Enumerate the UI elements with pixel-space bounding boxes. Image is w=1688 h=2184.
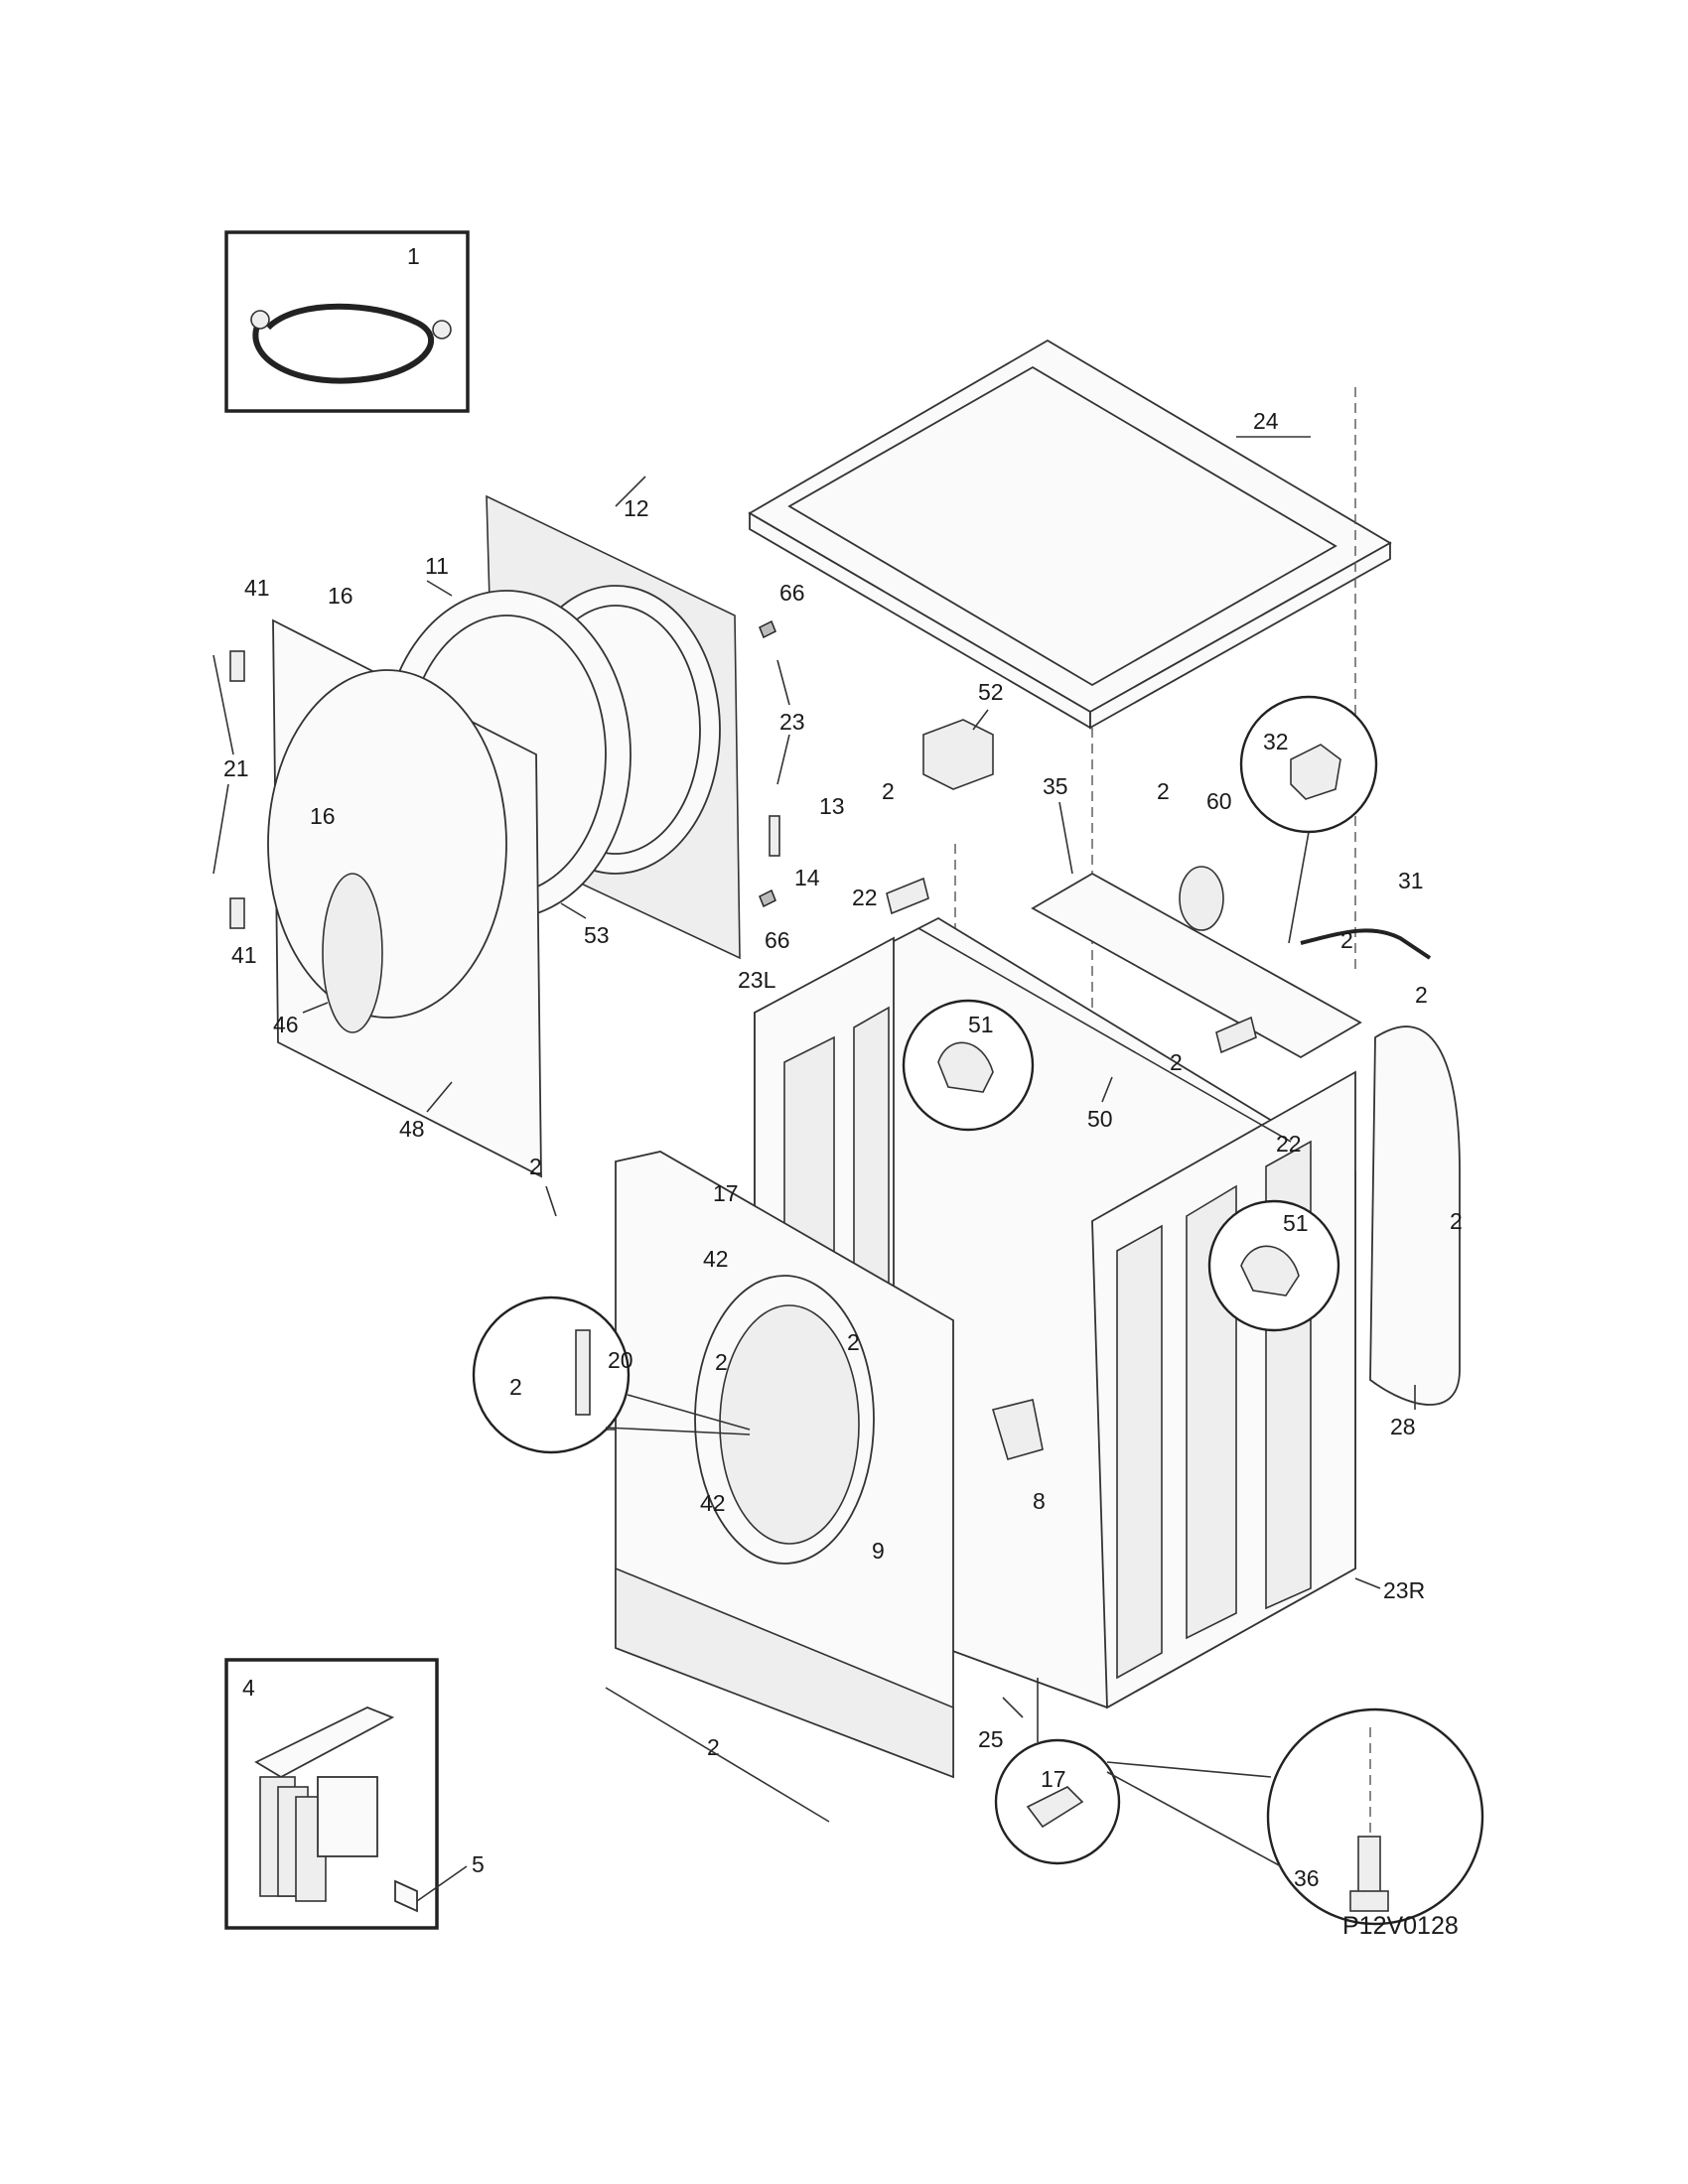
inset-hose: 1 — [224, 230, 470, 413]
label-24: 24 — [1253, 408, 1279, 434]
label-66b: 66 — [765, 927, 790, 953]
label-66a: 66 — [779, 580, 805, 606]
label-8: 8 — [1033, 1488, 1046, 1514]
label-32: 32 — [1263, 729, 1289, 754]
label-2-door-left: 2 — [715, 1349, 728, 1375]
part-brackets-22: 22 22 — [852, 877, 1302, 1157]
label-12: 12 — [624, 495, 649, 521]
label-28: 28 — [1390, 1414, 1416, 1439]
label-2-bottom: 2 — [707, 1734, 720, 1760]
part-60-31: 60 31 — [1179, 788, 1432, 960]
label-16a: 16 — [328, 583, 353, 609]
screw-labels: 2 2 2 2 2 2 2 2 — [529, 778, 1463, 1823]
part-front-panel: 48 46 16 16 — [267, 583, 542, 1178]
label-13: 13 — [819, 793, 845, 819]
label-14: 14 — [794, 865, 820, 890]
label-21: 21 — [223, 755, 249, 781]
part-52: 52 — [922, 679, 1004, 790]
label-23: 23 — [779, 709, 805, 735]
label-50: 50 — [1087, 1106, 1113, 1132]
label-2-top-mid: 2 — [1157, 778, 1170, 804]
callout-51b: 51 — [1207, 1199, 1340, 1332]
label-2-right-b: 2 — [1415, 982, 1428, 1008]
label-36: 36 — [1294, 1865, 1320, 1891]
part-rear-tank: 28 — [1369, 1025, 1461, 1439]
diagram-code: P12V0128 — [1342, 1912, 1459, 1940]
label-25: 25 — [978, 1726, 1004, 1752]
label-41b: 41 — [231, 942, 257, 968]
label-17a: 17 — [713, 1180, 739, 1206]
label-2-top-left: 2 — [882, 778, 895, 804]
label-51b: 51 — [1283, 1210, 1309, 1236]
label-31: 31 — [1398, 868, 1424, 893]
label-60: 60 — [1206, 788, 1232, 814]
label-51a: 51 — [968, 1012, 994, 1037]
label-17b: 17 — [1041, 1766, 1066, 1792]
callout-20: 20 2 — [472, 1296, 751, 1454]
label-1: 1 — [407, 243, 420, 269]
label-46: 46 — [273, 1012, 299, 1037]
label-4: 4 — [242, 1675, 255, 1701]
label-48: 48 — [399, 1116, 425, 1142]
part-hinges: 41 41 21 — [212, 575, 270, 968]
callout-51a: 51 — [902, 999, 1035, 1132]
part-small-hardware: 66 66 23 13 14 — [759, 580, 845, 953]
label-2-far-right: 2 — [1450, 1208, 1463, 1234]
label-2-door-right: 2 — [847, 1329, 860, 1355]
part-rear-rail: 35 — [1031, 773, 1362, 1059]
label-20: 20 — [608, 1347, 633, 1373]
label-53: 53 — [584, 922, 610, 948]
label-2-callout20: 2 — [509, 1374, 522, 1400]
label-9: 9 — [872, 1538, 885, 1564]
label-2-mid: 2 — [1170, 1049, 1183, 1075]
label-22b: 22 — [1276, 1131, 1302, 1157]
part-top-panel: 24 — [748, 339, 1392, 1102]
label-42a: 42 — [703, 1246, 729, 1272]
label-2-left: 2 — [529, 1154, 542, 1179]
label-42b: 42 — [700, 1490, 726, 1516]
label-23L: 23L — [738, 967, 776, 993]
callout-36: 36 — [1106, 1707, 1484, 1926]
part-17: 17 17 — [713, 1180, 1121, 1865]
label-2-right-a: 2 — [1340, 927, 1353, 953]
label-35: 35 — [1043, 773, 1068, 799]
label-52: 52 — [978, 679, 1004, 705]
part-control-panel-front: 29 42 42 9 2 2 — [514, 1151, 954, 1779]
callout-32: 32 — [1239, 695, 1378, 944]
label-16b: 16 — [310, 803, 336, 829]
inset-pump: 4 5 — [224, 1658, 485, 1930]
label-41a: 41 — [244, 575, 270, 601]
label-22a: 22 — [852, 885, 878, 910]
label-11: 11 — [425, 553, 449, 579]
label-23R: 23R — [1383, 1577, 1425, 1603]
label-5: 5 — [472, 1851, 485, 1877]
